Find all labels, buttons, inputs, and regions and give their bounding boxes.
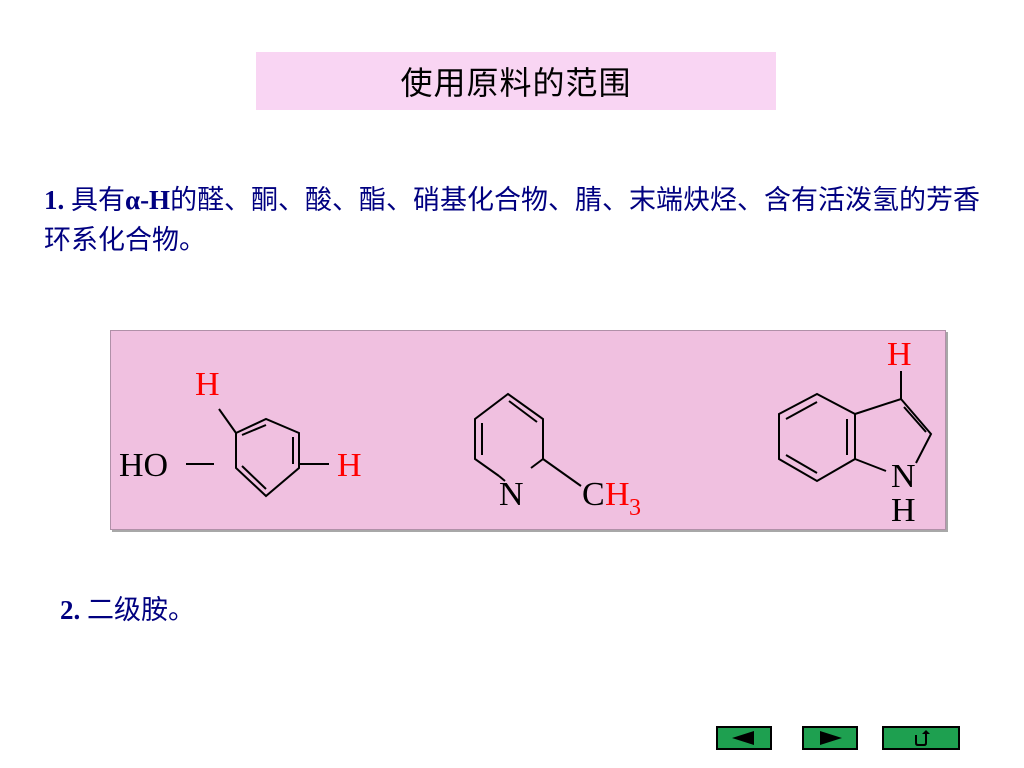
- item-2-paragraph: 2. 二级胺。: [60, 590, 195, 630]
- indole-nh-h-label: H: [891, 492, 916, 529]
- indole-pyrrole-ring: [854, 397, 933, 464]
- indole-benzene-ring: [778, 392, 856, 483]
- picoline-n-label: N: [499, 476, 524, 513]
- phenol-h-right-label: H: [337, 447, 362, 484]
- picoline-ring: [474, 392, 544, 477]
- left-triangle-icon: [732, 731, 754, 745]
- picoline-subscript-3: 3: [629, 495, 641, 521]
- previous-slide-button[interactable]: [716, 726, 772, 750]
- title-box: 使用原料的范围: [256, 52, 776, 110]
- picoline-structure: [474, 392, 582, 487]
- item-1-alpha-h: α-H: [125, 185, 171, 215]
- item-1-paragraph: 1. 具有α-H的醛、酮、酸、酯、硝基化合物、腈、末端炔烃、含有活泼氢的芳香环系…: [44, 180, 1004, 260]
- indole-structure: [778, 371, 933, 483]
- picoline-c-label: C: [582, 476, 605, 513]
- item-2-text: 二级胺。: [87, 595, 195, 625]
- right-triangle-icon: [820, 731, 842, 745]
- indole-n-label: N: [891, 458, 916, 495]
- page-title: 使用原料的范围: [400, 65, 632, 101]
- phenol-ho-label: HO: [119, 447, 168, 484]
- structures-drawing: HO H H N C H 3 H N H: [119, 336, 933, 529]
- item-1-number: 1.: [44, 185, 65, 215]
- return-icon: [915, 730, 930, 746]
- phenol-h-top-label: H: [195, 366, 220, 403]
- phenol-structure: [186, 408, 329, 498]
- next-slide-button[interactable]: [802, 726, 858, 750]
- structures-panel: HO H H N C H 3 H N H: [110, 330, 946, 530]
- indole-h-top-label: H: [887, 336, 912, 373]
- phenol-ring: [235, 417, 300, 498]
- return-button[interactable]: [882, 726, 960, 750]
- item-1-rest: 的醛、酮、酸、酯、硝基化合物、腈、末端炔烃、含有活泼氢的芳香环系化合物。: [44, 185, 981, 255]
- item-1-pre: 具有: [71, 185, 125, 215]
- item-2-number: 2.: [60, 595, 81, 625]
- picoline-h-label: H: [605, 476, 630, 513]
